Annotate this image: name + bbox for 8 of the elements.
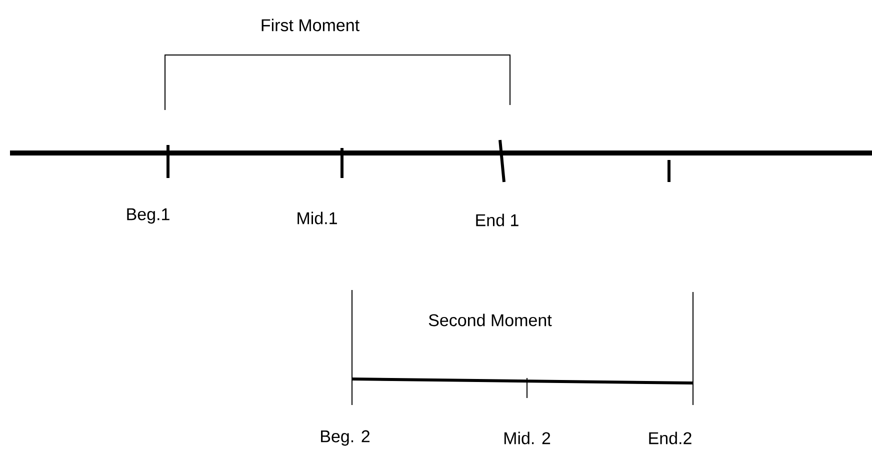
- tick-label: Mid. 2: [504, 432, 550, 444]
- tick-label: End.2: [649, 432, 692, 444]
- tick-label: Beg. 2: [321, 430, 370, 446]
- tick-label: Beg.1: [127, 208, 170, 224]
- bracket-label: First Moment: [262, 18, 360, 32]
- bracket-label: Second Moment: [428, 314, 552, 326]
- tick-label: Mid.1: [298, 212, 337, 224]
- tick-label: End 1: [476, 214, 518, 226]
